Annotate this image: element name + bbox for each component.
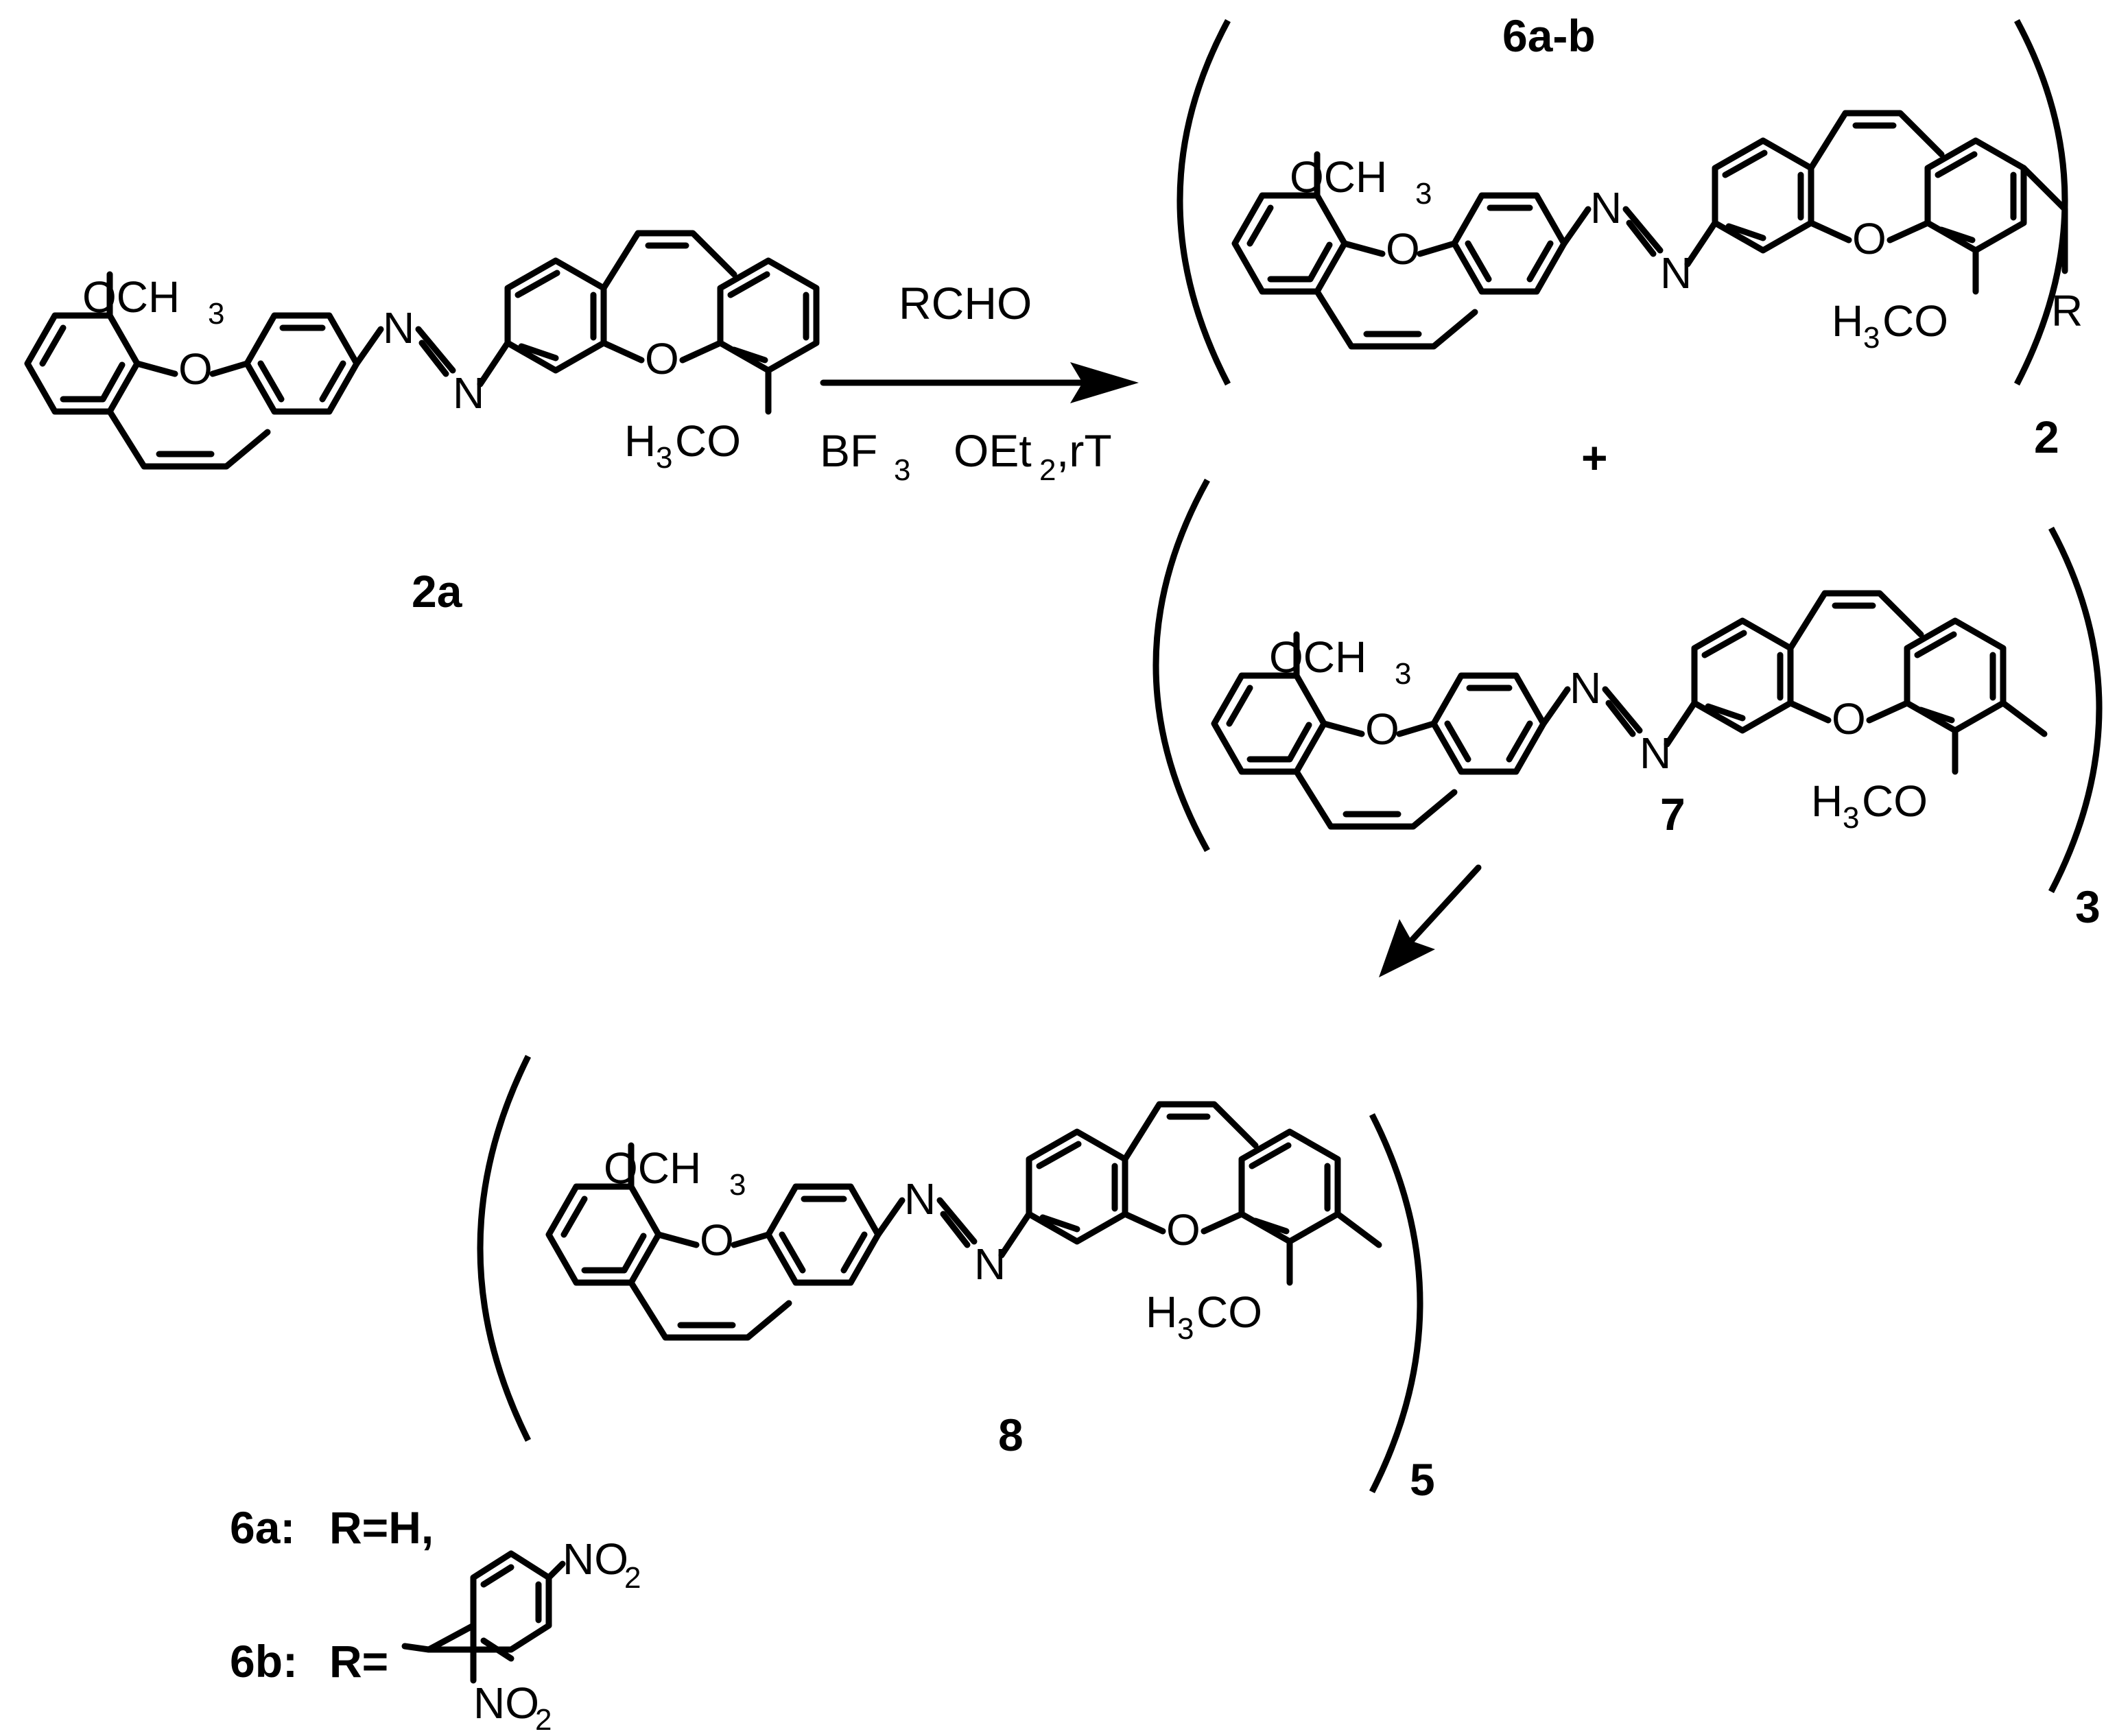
- label-2a: 2a: [412, 566, 463, 617]
- atom-methoxy-co: CO: [1196, 1287, 1262, 1337]
- legend-6b-text: R=: [329, 1636, 388, 1687]
- atom-methoxy: OCH: [82, 272, 180, 322]
- atom-methoxy-co: CO: [1882, 296, 1948, 346]
- atom-methoxy-co: CO: [675, 416, 741, 466]
- substituent-legend: 6a: R=H, 6b: R= NO 2 NO 2: [230, 1502, 641, 1736]
- label-7: 7: [1660, 789, 1686, 840]
- atom-oxygen: O: [1832, 694, 1866, 744]
- atom-sub: 3: [729, 1168, 746, 1202]
- atom-methoxy-h: H: [624, 416, 656, 466]
- reagent-bf3: BF: [820, 425, 877, 476]
- repeat-count-8: 5: [1410, 1454, 1435, 1505]
- atom-sub: 3: [656, 441, 672, 475]
- reagent-oet2: OEt: [954, 425, 1032, 476]
- legend-6b-prefix: 6b:: [230, 1636, 298, 1687]
- legend-6a-text: R=H,: [329, 1502, 434, 1553]
- plus-sign: +: [1581, 432, 1608, 483]
- compound-7-structure: OCH 3 O N N O H 3 CO: [1214, 593, 2048, 835]
- atom-sub: 3: [1863, 321, 1880, 355]
- atom-oxygen: O: [1365, 704, 1399, 754]
- bracket-left: [1152, 478, 1210, 853]
- atom-methoxy-co: CO: [1862, 776, 1928, 826]
- reagent-rt: ,rT: [1056, 425, 1112, 476]
- bracket-left: [1176, 19, 1231, 386]
- repeat-count-7: 3: [2075, 881, 2101, 932]
- atom-oxygen: O: [1386, 224, 1420, 274]
- atom-oxygen: O: [645, 334, 679, 383]
- atom-oxygen: O: [178, 344, 213, 394]
- bracket-left: [477, 1054, 532, 1442]
- bracket-right: [2014, 19, 2068, 386]
- label-8: 8: [998, 1410, 1024, 1460]
- atom-nitrogen: N: [1590, 183, 1622, 233]
- compound-2a-structure: OCH 3 O N N O H 3 CO: [27, 233, 816, 475]
- reaction-arrow-2: [1379, 864, 1482, 977]
- bracket-right: [1369, 1113, 1423, 1494]
- atom-methoxy: OCH: [604, 1143, 701, 1193]
- atom-methoxy-h: H: [1146, 1287, 1177, 1337]
- repeat-count-6: 2: [2034, 412, 2059, 462]
- atom-nitro: NO: [473, 1678, 539, 1728]
- reagent-rcho: RCHO: [899, 278, 1032, 329]
- atom-nitrogen: N: [1640, 728, 1671, 778]
- atom-methoxy: OCH: [1290, 152, 1387, 202]
- atom-sub: 3: [1415, 177, 1432, 211]
- bracket-right: [2048, 526, 2103, 894]
- compound-8-structure: OCH 3 O N N O H 3 CO: [549, 1104, 1382, 1346]
- atom-nitrogen: N: [1660, 248, 1692, 298]
- atom-nitrogen: N: [904, 1174, 936, 1224]
- atom-sub: 3: [1177, 1312, 1194, 1346]
- dinitrophenyl-structure: NO 2 NO 2: [401, 1534, 641, 1736]
- atom-oxygen: O: [1166, 1205, 1201, 1255]
- atom-methoxy-h: H: [1811, 776, 1843, 826]
- reagent-sub: 2: [1039, 453, 1056, 487]
- atom-oxygen: O: [700, 1215, 734, 1265]
- atom-methoxy: OCH: [1269, 632, 1367, 682]
- compound-6ab-structure: OCH 3 O N N O H 3 CO R: [1235, 113, 2083, 355]
- atom-sub: 3: [1843, 801, 1859, 835]
- atom-nitro: NO: [563, 1534, 628, 1584]
- reaction-arrow: [820, 362, 1139, 403]
- legend-6a-prefix: 6a:: [230, 1502, 295, 1553]
- atom-oxygen: O: [1852, 214, 1887, 263]
- atom-nitrogen: N: [1570, 663, 1601, 713]
- atom-sub: 3: [208, 297, 224, 331]
- reagent-sub: 3: [894, 453, 910, 487]
- atom-sub: 2: [624, 1561, 641, 1595]
- atom-sub: 2: [535, 1703, 552, 1736]
- atom-nitrogen: N: [383, 303, 414, 353]
- atom-methoxy-h: H: [1832, 296, 1863, 346]
- atom-nitrogen: N: [974, 1239, 1006, 1289]
- atom-sub: 3: [1395, 657, 1411, 691]
- label-6ab: 6a-b: [1502, 10, 1596, 61]
- atom-nitrogen: N: [453, 368, 484, 418]
- atom-r-group: R: [2051, 286, 2083, 335]
